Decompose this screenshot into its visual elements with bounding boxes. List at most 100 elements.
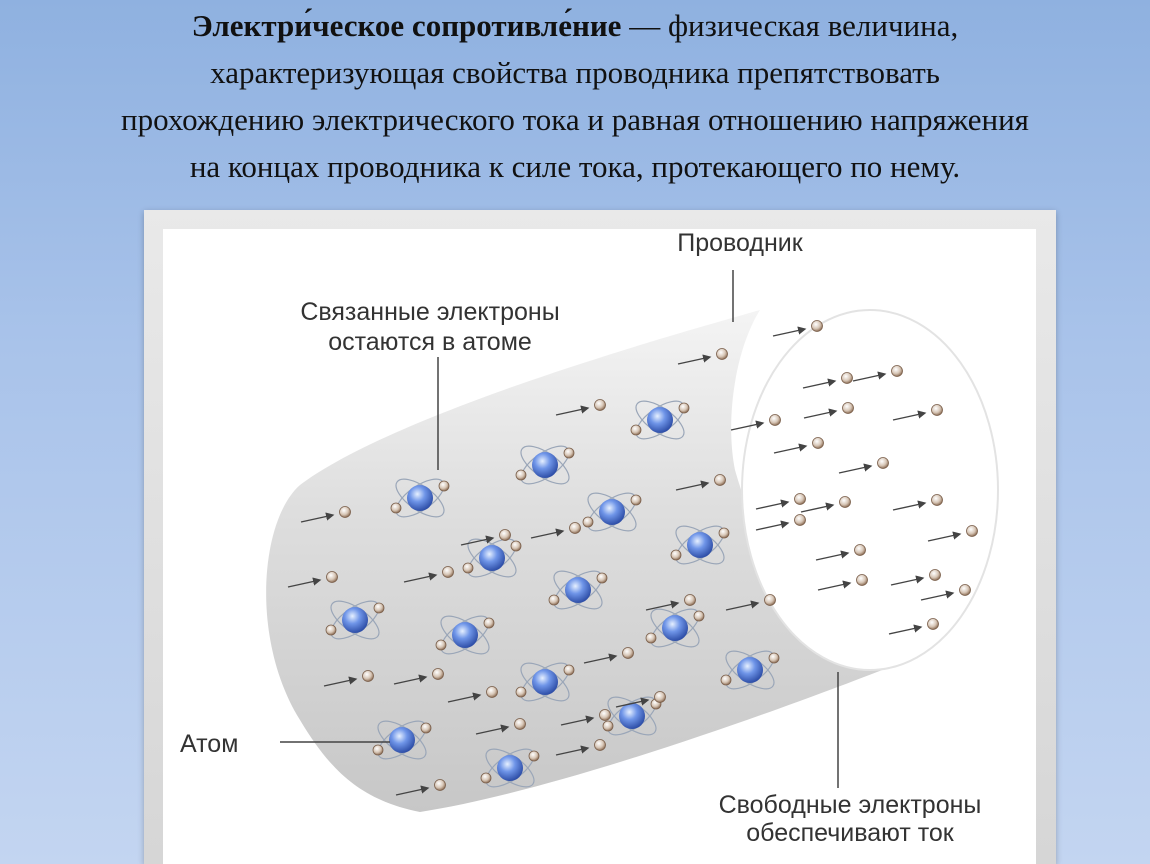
electron — [769, 414, 781, 426]
free-electron — [287, 571, 338, 588]
electron — [434, 779, 446, 791]
drift-arrow — [323, 676, 358, 687]
bound-electron — [373, 602, 385, 614]
free-electron — [803, 402, 854, 419]
free-electron — [300, 506, 351, 523]
electron — [716, 348, 728, 360]
electron — [714, 474, 726, 486]
free-electron — [675, 474, 726, 491]
bound-electron — [480, 772, 492, 784]
electron — [362, 670, 374, 682]
bound-electron — [582, 516, 594, 528]
atom-nucleus — [647, 407, 673, 433]
label-free-line2: обеспечивают ток — [746, 819, 955, 847]
drift-arrow — [555, 745, 590, 756]
bound-electron — [372, 744, 384, 756]
free-electron — [460, 529, 511, 546]
drift-arrow — [817, 580, 852, 591]
free-electron — [393, 668, 444, 685]
drift-arrow — [583, 653, 618, 664]
free-electron — [890, 569, 941, 586]
electron — [891, 365, 903, 377]
conductor-end-face — [741, 309, 999, 671]
label-free-line1: Свободные электроны — [719, 791, 982, 819]
electron — [432, 668, 444, 680]
drift-arrow — [773, 443, 808, 454]
electron — [326, 571, 338, 583]
bound-electron — [670, 549, 682, 561]
bound-electron — [548, 594, 560, 606]
drift-arrow — [393, 674, 428, 685]
drift-arrow — [802, 378, 837, 389]
label-bound-line2: остаются в атоме — [328, 328, 532, 356]
electron — [684, 594, 696, 606]
drift-arrow — [725, 600, 760, 611]
bound-electron — [630, 424, 642, 436]
free-electron — [447, 686, 498, 703]
drift-arrow — [888, 624, 923, 635]
free-electron — [817, 574, 868, 591]
drift-arrow — [555, 405, 590, 416]
atom-nucleus — [687, 532, 713, 558]
label-conductor: Проводник — [677, 229, 803, 257]
definition-line-1: Электри́ческое сопротивле́ние — физическ… — [0, 2, 1150, 49]
free-electron — [920, 584, 971, 601]
bound-electron — [596, 572, 608, 584]
electron — [654, 691, 666, 703]
atom — [372, 720, 432, 760]
electron — [877, 457, 889, 469]
electron — [599, 709, 611, 721]
definition-line-3: прохождению электрического тока и равная… — [121, 102, 1029, 137]
atom-nucleus — [452, 622, 478, 648]
bound-electron — [720, 674, 732, 686]
bound-electron — [678, 402, 690, 414]
free-electron — [725, 594, 776, 611]
atom-nucleus — [389, 727, 415, 753]
electron — [966, 525, 978, 537]
drift-arrow — [803, 408, 838, 419]
drift-arrow — [300, 512, 335, 523]
electron — [927, 618, 939, 630]
drift-arrow — [395, 785, 430, 796]
drift-arrow — [287, 577, 322, 588]
drift-arrow — [730, 420, 765, 431]
free-electron — [892, 494, 943, 511]
electron — [811, 320, 823, 332]
electron — [594, 399, 606, 411]
free-electron — [815, 544, 866, 561]
electron — [854, 544, 866, 556]
electron — [812, 437, 824, 449]
electron — [514, 718, 526, 730]
free-electron — [755, 514, 806, 531]
atom — [548, 570, 608, 610]
electron — [842, 402, 854, 414]
atom — [435, 615, 495, 655]
drift-arrow — [675, 480, 710, 491]
bound-electron — [718, 527, 730, 539]
free-electron — [583, 647, 634, 664]
electron — [839, 496, 851, 508]
atom — [630, 400, 690, 440]
bound-electron — [510, 540, 522, 552]
bound-electron — [693, 610, 705, 622]
free-electron — [323, 670, 374, 687]
drift-arrow — [755, 499, 790, 510]
free-electron — [773, 437, 824, 454]
electron — [794, 514, 806, 526]
bound-electron — [438, 480, 450, 492]
drift-arrow — [800, 502, 835, 513]
atom — [515, 445, 575, 485]
free-electron — [888, 618, 939, 635]
definition-text: Электри́ческое сопротивле́ние — физическ… — [0, 2, 1150, 190]
drift-arrow — [447, 692, 482, 703]
free-electron — [645, 594, 696, 611]
electron — [794, 493, 806, 505]
bound-electron — [390, 502, 402, 514]
drift-arrow — [560, 715, 595, 726]
free-electron — [395, 779, 446, 796]
electron — [841, 372, 853, 384]
atom — [582, 492, 642, 532]
electron — [959, 584, 971, 596]
bound-electron — [515, 686, 527, 698]
drift-arrow — [815, 550, 850, 561]
